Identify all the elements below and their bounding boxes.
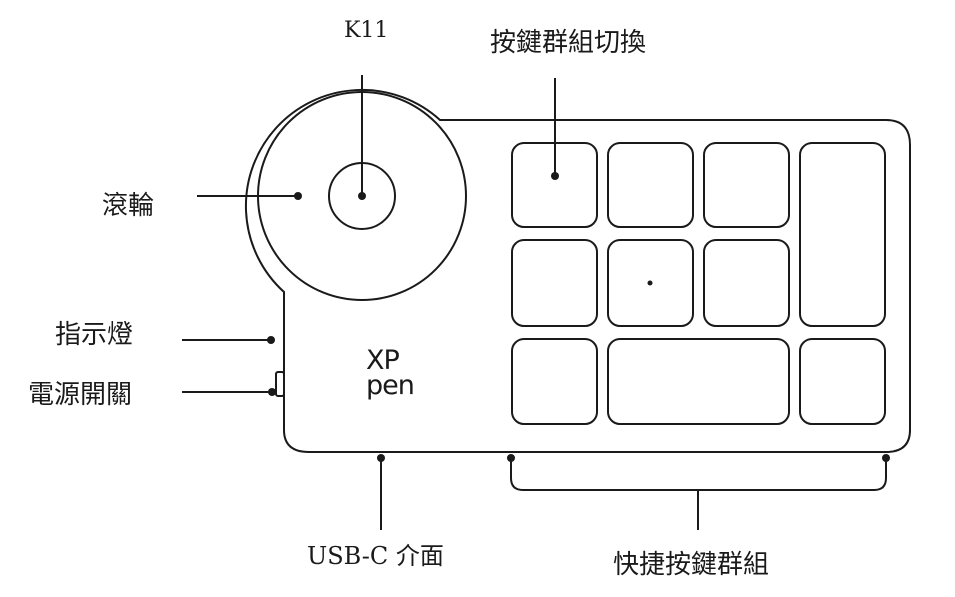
label-indicator: 指示燈 [55,320,134,350]
label-k11: K11 [344,18,389,43]
shortcut-key [607,239,694,327]
power-switch [275,371,285,397]
dot-power [268,388,276,396]
dot-indicator [267,336,275,344]
logo-line-1: XP [366,345,400,376]
label-power-switch: 電源開關 [28,380,133,410]
shortcut-key [607,142,694,228]
logo-line-2: pen [366,370,415,401]
xppen-logo: XP pen [366,345,415,401]
shortcut-key-tall [799,142,886,327]
dot-group-switch [551,172,559,180]
label-wheel: 滾輪 [102,191,155,221]
dot-usb [377,454,385,462]
dot-bracket-right [882,454,890,462]
dot-k11 [358,192,366,200]
shortcut-key [799,338,886,425]
dot-center-key [647,280,653,286]
shortcut-key [511,338,598,425]
dot-bracket-left [507,454,515,462]
label-usb-port: USB-C 介面 [307,542,444,570]
label-group-switch: 按鍵群組切換 [490,28,647,58]
shortcut-key [703,239,790,327]
dot-wheel [294,192,302,200]
device-body-outline [244,88,911,453]
shortcut-key-wide [607,338,790,425]
shortcut-key [511,239,598,327]
shortcut-key [703,142,790,228]
bracket-shortcut-keys [510,458,887,491]
label-shortcut-keys: 快捷按鍵群組 [613,550,770,580]
